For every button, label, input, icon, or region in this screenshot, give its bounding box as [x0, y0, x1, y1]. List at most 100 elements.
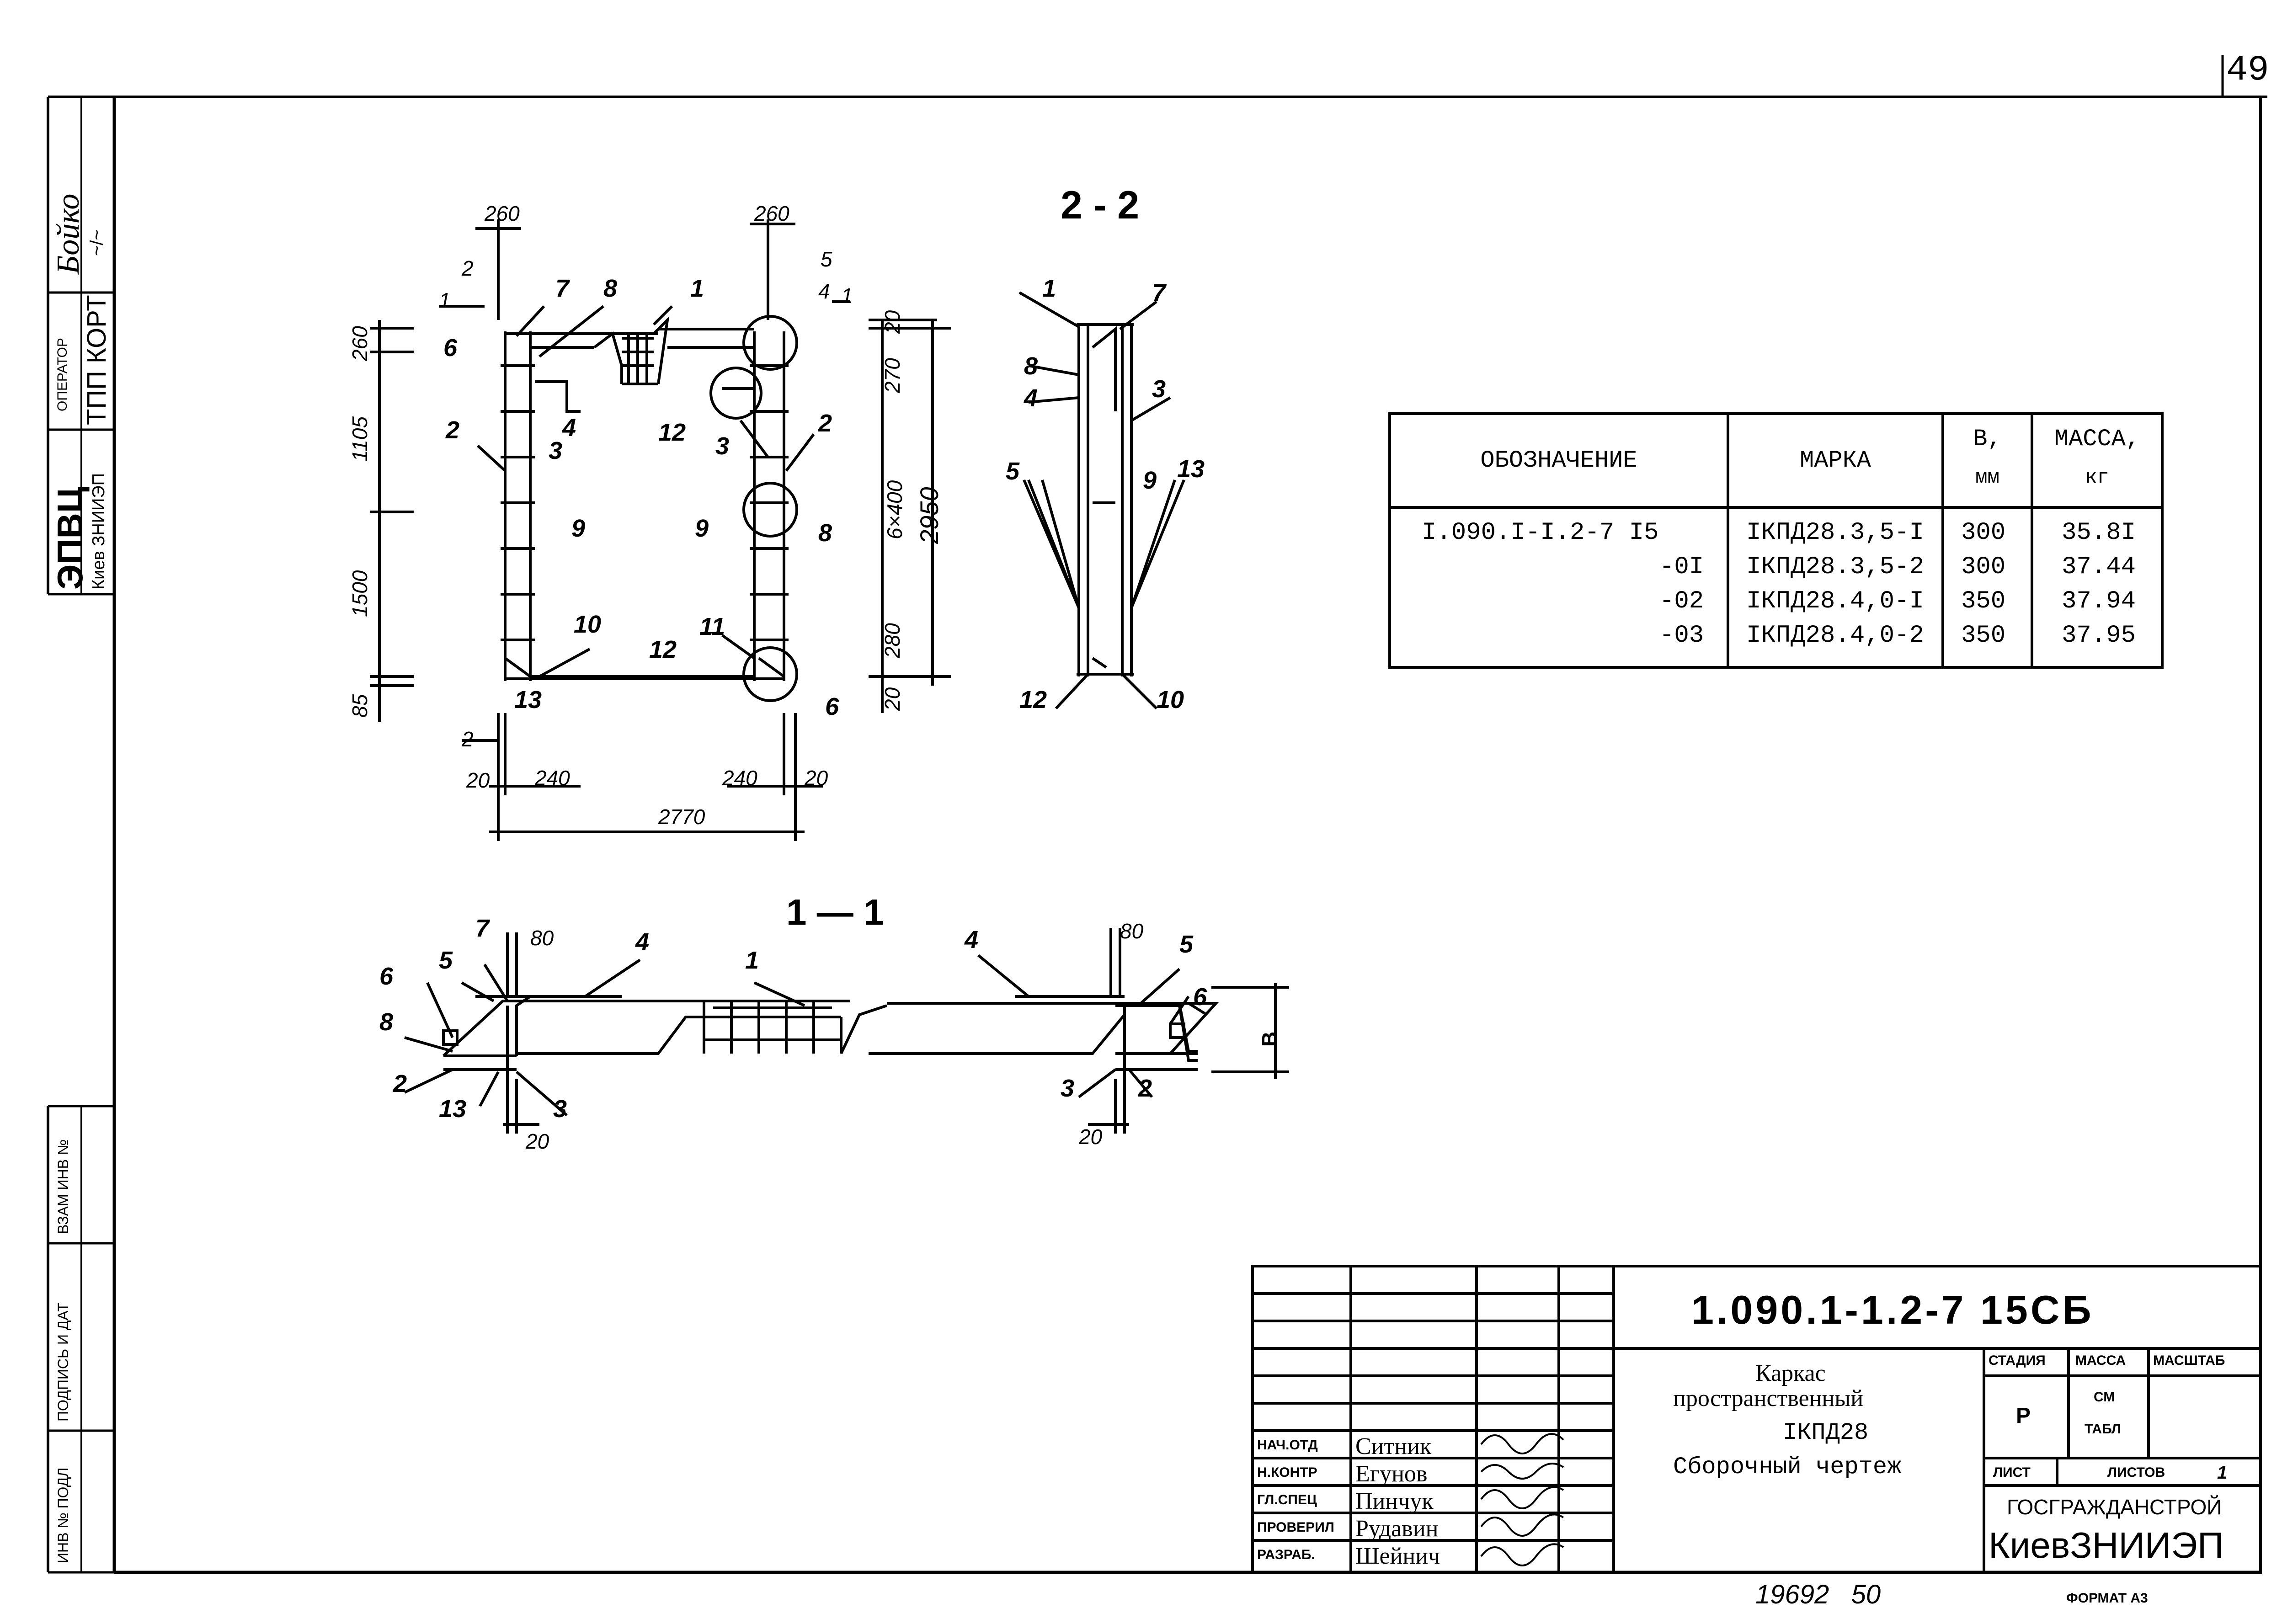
sheets-value: 1	[2217, 1463, 2228, 1483]
dim-2-bottom: 2	[462, 727, 474, 751]
spec-row-designation: -0I	[1659, 553, 1704, 581]
pos-label-9: 9	[571, 515, 586, 542]
dim-2770: 2770	[658, 805, 705, 829]
dim-260-right: 260	[754, 202, 789, 225]
staff-role: НАЧ.ОТД	[1257, 1438, 1318, 1453]
spec-row-mass: 35.8I	[2062, 519, 2136, 547]
staff-name: Шейнич	[1355, 1543, 1440, 1569]
title-line-2: пространственный	[1673, 1385, 1864, 1411]
side-label-9: 9	[1143, 467, 1157, 494]
pos-label-1: 1	[690, 275, 704, 302]
pos-label-8: 8	[603, 275, 618, 302]
sec11-label-6: 6	[379, 963, 394, 990]
spec-row-designation: I.090.I-I.2-7 I5	[1422, 519, 1659, 547]
staff-name: Ситник	[1355, 1433, 1432, 1459]
title-line-1: Каркас	[1755, 1360, 1826, 1386]
spec-row-mark: IКПД28.4,0-I	[1746, 587, 1924, 615]
format-label: ФОРМАТ А3	[2066, 1591, 2148, 1606]
sec11-label-4: 4	[635, 928, 650, 956]
dim-1-1-20-left: 20	[526, 1129, 549, 1153]
dim-240-left: 240	[535, 766, 570, 790]
pos-label-8b: 8	[818, 519, 832, 547]
spec-row-mark: IКПД28.3,5-I	[1746, 519, 1924, 547]
spec-row-designation: -02	[1659, 587, 1704, 615]
pos-label-13: 13	[514, 686, 542, 713]
dim-1-1-80-right: 80	[1120, 919, 1144, 943]
section-1-1-title: 1 — 1	[786, 892, 884, 932]
dim-260-left: 260	[485, 202, 520, 225]
side-label-5: 5	[1006, 458, 1020, 485]
pos-label-7: 7	[555, 275, 570, 302]
mass-value-2: ТАБЛ	[2085, 1422, 2121, 1437]
sec11-label-5b: 5	[1179, 931, 1194, 958]
spec-header-mass: МАССА,	[2054, 425, 2140, 453]
side-label-8: 8	[1024, 352, 1038, 380]
side-label-7: 7	[1152, 279, 1166, 307]
dim-240-right: 240	[722, 766, 757, 790]
sec11-label-1: 1	[745, 947, 759, 974]
spec-row-mass: 37.95	[2062, 622, 2136, 650]
sec11-label-8: 8	[379, 1008, 394, 1036]
side-label-10: 10	[1157, 686, 1184, 713]
staff-name: Егунов	[1355, 1461, 1428, 1487]
side-label-3: 3	[1152, 375, 1166, 403]
dim-20-bl: 20	[466, 768, 490, 792]
staff-role: ПРОВЕРИЛ	[1257, 1520, 1334, 1535]
spec-header-mass-unit: кг	[2085, 466, 2109, 489]
pos-label-6: 6	[443, 334, 458, 362]
sec11-label-3: 3	[553, 1095, 567, 1123]
pos-label-12b: 12	[649, 636, 677, 663]
spec-row-b: 350	[1961, 622, 2006, 650]
spec-header-b: В,	[1973, 425, 2002, 453]
sec11-label-6b: 6	[1193, 983, 1207, 1011]
dim-1a: 1	[439, 288, 451, 312]
staff-name: Рудавин	[1355, 1516, 1439, 1542]
side-label-4: 4	[1024, 384, 1038, 412]
org-line-2: КиевЗНИИЭП	[1989, 1525, 2224, 1565]
scale-label: МАСШТАБ	[2153, 1353, 2225, 1368]
dim-2: 2	[462, 256, 474, 280]
spec-row-b: 300	[1961, 553, 2006, 581]
sec11-label-3b: 3	[1061, 1075, 1075, 1102]
sec11-label-2b: 2	[1138, 1075, 1152, 1102]
stage-label: СТАДИЯ	[1989, 1353, 2046, 1368]
pos-label-4: 4	[562, 414, 576, 442]
title-line-3: IКПД28	[1783, 1419, 1869, 1446]
org-line-1: ГОСГРАЖДАНСТРОЙ	[2007, 1495, 2222, 1519]
spec-header-b-unit: мм	[1975, 466, 1999, 489]
sec11-label-4b: 4	[965, 926, 979, 953]
pos-label-12: 12	[658, 419, 686, 446]
dim-1b: 1	[841, 284, 853, 308]
spec-row-mark: IКПД28.4,0-2	[1746, 622, 1924, 650]
spec-row-mass: 37.44	[2062, 553, 2136, 581]
stage-value: Р	[2016, 1404, 2031, 1428]
spec-row-mark: IКПД28.3,5-2	[1746, 553, 1924, 581]
dim-1-1-20-right: 20	[1079, 1125, 1103, 1149]
pos-label-10: 10	[574, 611, 602, 638]
dim-5: 5	[821, 247, 832, 271]
pos-label-11: 11	[699, 613, 725, 640]
spec-row-mass: 37.94	[2062, 587, 2136, 615]
spec-header-mark: МАРКА	[1799, 447, 1871, 474]
dim-1-1-80-left: 80	[530, 926, 554, 950]
spec-row-b: 300	[1961, 519, 2006, 547]
pos-label-2b: 2	[818, 410, 832, 437]
section-2-2-title: 2 - 2	[1061, 183, 1140, 227]
pos-label-9b: 9	[695, 515, 709, 542]
staff-role: ГЛ.СПЕЦ	[1257, 1492, 1317, 1507]
pos-label-6b: 6	[825, 693, 839, 720]
sec11-label-2: 2	[393, 1070, 407, 1097]
pos-label-3b: 3	[715, 432, 730, 460]
title-line-4: Сборочный чертеж	[1673, 1454, 1902, 1480]
spec-row-b: 350	[1961, 587, 2006, 615]
drawing-code: 1.090.1-1.2-7 15СБ	[1691, 1287, 2094, 1332]
archive-number: 19692 50	[1755, 1580, 1881, 1609]
mass-value-1: СМ	[2094, 1390, 2115, 1405]
sec11-label-5: 5	[439, 947, 453, 974]
